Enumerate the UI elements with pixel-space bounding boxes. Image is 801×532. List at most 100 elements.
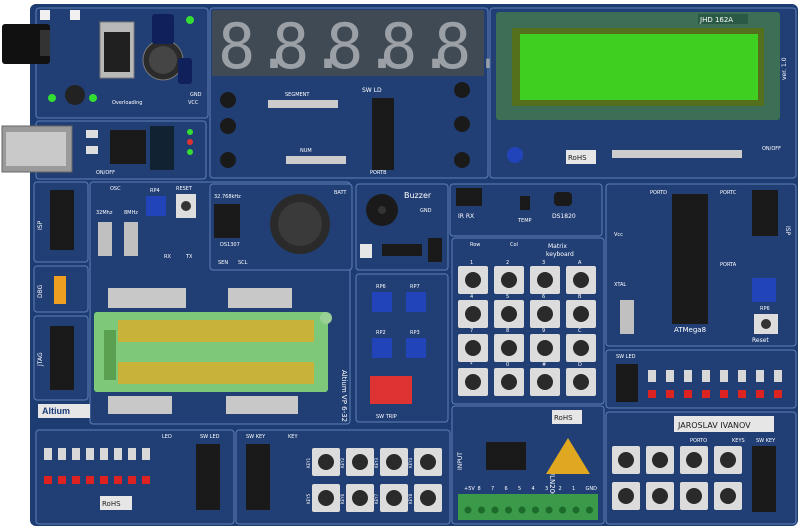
right-porto-label: PORTO	[690, 438, 707, 444]
keypad-key-cap	[573, 272, 589, 288]
num-header[interactable]	[286, 156, 346, 164]
right-resistor	[702, 370, 710, 382]
terminal-screw[interactable]	[586, 506, 593, 514]
crystal-1	[98, 222, 112, 256]
right-led	[720, 390, 728, 398]
keypad-key-label: 7	[470, 328, 473, 334]
pot-rp7[interactable]	[406, 292, 426, 312]
terminal-screw[interactable]	[559, 506, 566, 514]
jtag-connector[interactable]	[50, 326, 74, 390]
portc-label: PORTC	[720, 190, 737, 196]
mcu-part-label: ATMega8	[674, 326, 706, 334]
sw-ld-dip[interactable]	[372, 98, 394, 170]
bottom-key-dip[interactable]	[246, 444, 270, 510]
terminal-pin-label: 8	[478, 486, 481, 492]
push-key-cap	[318, 490, 334, 506]
keypad-key-label: B	[578, 294, 582, 300]
driver-rohs-text: RoHS	[554, 414, 573, 422]
pot-rp3[interactable]	[406, 338, 426, 358]
pots-block: RP6 RP7 RP2 RP3 SW TRIP	[355, 273, 449, 423]
pot-rp6[interactable]	[372, 292, 392, 312]
mcu-crystal	[620, 300, 634, 334]
ftdi-chip	[110, 130, 146, 164]
right-keys-block: JAROSLAV IVANOV PORTO KEYS SW KEY	[605, 411, 797, 525]
lcd-header[interactable]	[612, 150, 742, 158]
rtc-block: 32.768kHz DS1307 BATT SEN SCL	[209, 183, 353, 271]
keypad-key-label: 4	[470, 294, 473, 300]
portd-label: PORTD	[650, 190, 667, 196]
bottom-led-dip[interactable]	[196, 444, 220, 510]
mcu-block: ATMega8 PORTD PORTC PORTA ISP RP6 Reset …	[605, 183, 797, 347]
buzzer-gnd-label: GND	[420, 208, 432, 214]
ir-label: IR RX	[458, 213, 474, 220]
rohs-badge-top	[566, 150, 596, 164]
bottom-led	[72, 476, 80, 484]
bottom-resistor	[72, 448, 80, 460]
portb-label: PORTB	[370, 170, 387, 176]
right-key-dip[interactable]	[752, 446, 776, 512]
rtc-part-label: DS1307	[220, 242, 240, 248]
terminal-pin-label: 6	[505, 486, 508, 492]
dip-pots-label: SW TRIP	[376, 414, 397, 420]
right-dip-switch[interactable]	[616, 364, 638, 402]
num-label: NUM	[300, 148, 312, 154]
terminal-screw[interactable]	[478, 506, 485, 514]
keypad-key-label: *	[470, 362, 473, 368]
right-led-block: SW LED	[605, 349, 797, 409]
dip-switch-pots[interactable]	[370, 376, 412, 404]
usb-block: ON/OFF	[1, 120, 207, 180]
terminal-screw[interactable]	[518, 506, 526, 514]
keypad-key-label: 2	[506, 260, 509, 266]
dc-jack[interactable]	[2, 24, 50, 64]
lcd-block: JHD 162A ver. 1.0 RoHS ON/OFF	[489, 7, 797, 179]
push-key-cap	[386, 490, 402, 506]
ds1820-sensor	[554, 192, 572, 206]
terminal-screw[interactable]	[491, 506, 499, 514]
right-led	[774, 390, 782, 398]
mcu-pot[interactable]	[752, 278, 776, 302]
push-key-label: KEY1	[306, 457, 311, 468]
push-key-cap	[352, 490, 368, 506]
altium-logo-text: Altium	[42, 406, 70, 416]
terminal-screw[interactable]	[572, 506, 580, 514]
lcd-screen	[520, 34, 758, 100]
isp-right-connector[interactable]	[752, 190, 778, 236]
dbg-connector[interactable]	[54, 276, 66, 304]
bottom-resistor	[128, 448, 136, 460]
rohs-badge-bottom-text: RoHS	[102, 500, 121, 508]
right-sw-led-label: SW LED	[616, 354, 636, 360]
contrast-pot[interactable]	[507, 147, 523, 163]
rohs-badge-top-text: RoHS	[568, 154, 587, 162]
terminal-screw[interactable]	[545, 506, 553, 514]
isp-left-connector[interactable]	[50, 190, 74, 250]
terminal-pin-label: +5V	[464, 486, 475, 492]
power-block: Overloading GND VCC	[2, 7, 209, 119]
bottom-sw-key-label: SW KEY	[246, 434, 266, 440]
bottom-resistor	[100, 448, 108, 460]
keypad-key-cap	[501, 306, 517, 322]
pot-rp2[interactable]	[372, 338, 392, 358]
dbg-label: DBG	[37, 284, 44, 298]
ds-label: DS1820	[552, 213, 576, 220]
keypad-key-label: 9	[542, 328, 545, 334]
buzzer-label: Buzzer	[404, 191, 432, 200]
rp4-pot[interactable]	[146, 196, 166, 216]
terminal-screw[interactable]	[532, 506, 539, 514]
header-right[interactable]	[228, 288, 292, 308]
segment-header[interactable]	[268, 100, 338, 108]
bottom-led	[114, 476, 122, 484]
uln2003-chip	[486, 442, 526, 470]
right-sw-key-label: SW KEY	[756, 438, 776, 444]
transistor	[220, 92, 236, 108]
header-left[interactable]	[108, 288, 186, 308]
terminal-screw[interactable]	[464, 506, 472, 514]
ds1307-chip	[214, 204, 240, 238]
sensors-block: IR RX TEMP DS1820	[449, 183, 603, 237]
seven-seg-digit: 8.	[218, 10, 293, 83]
terminal-screw[interactable]	[505, 506, 512, 514]
right-push-key-cap	[686, 488, 702, 504]
right-resistor	[648, 370, 656, 382]
push-key-label: KEY4	[408, 457, 413, 468]
mcu-xtal-label: XTAL	[614, 282, 626, 288]
